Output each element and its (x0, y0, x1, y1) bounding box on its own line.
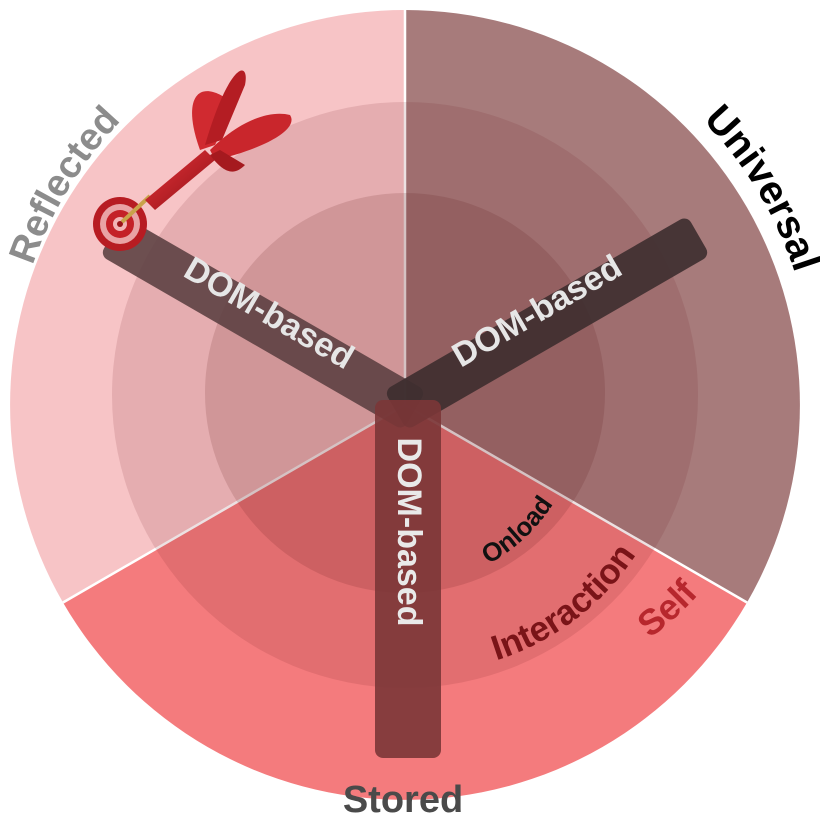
bar-dom-based-upper-left (102, 218, 424, 428)
dart-target-icon (93, 70, 292, 251)
sector-dividers (62, 10, 748, 604)
bar-label-bottom: DOM-based (390, 438, 428, 627)
bar-dom-based-bottom (375, 400, 441, 758)
sector-label-stored: Stored (343, 779, 463, 820)
bar-dom-based-upper-right (386, 218, 708, 428)
